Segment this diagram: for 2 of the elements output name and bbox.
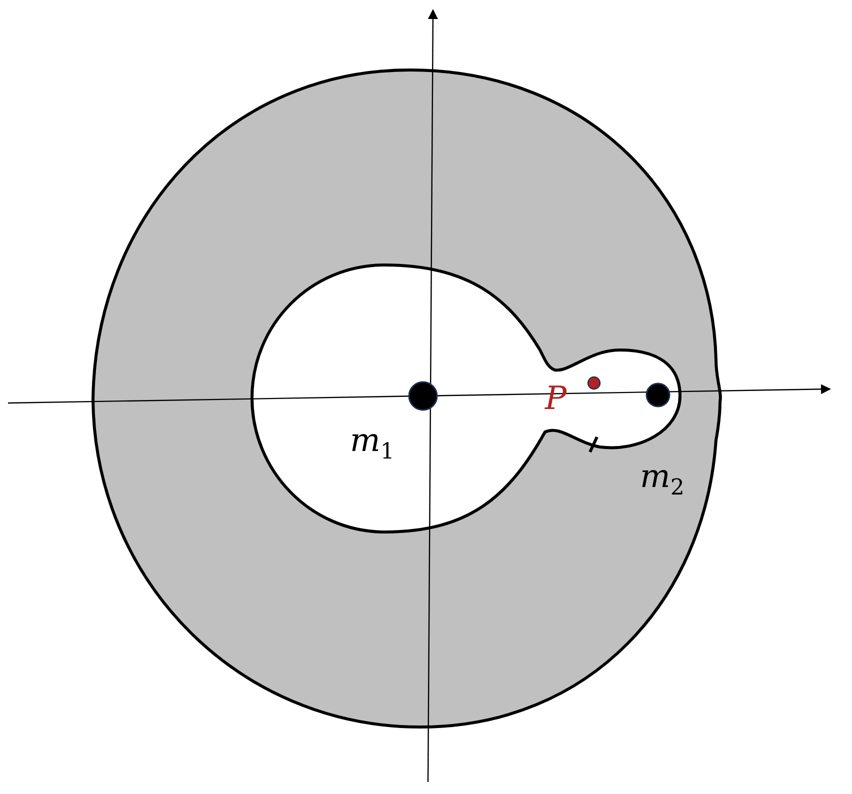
mass-label: m$_{1}$ — [350, 424, 394, 464]
mass-label: m$_{2}$ — [640, 460, 684, 500]
